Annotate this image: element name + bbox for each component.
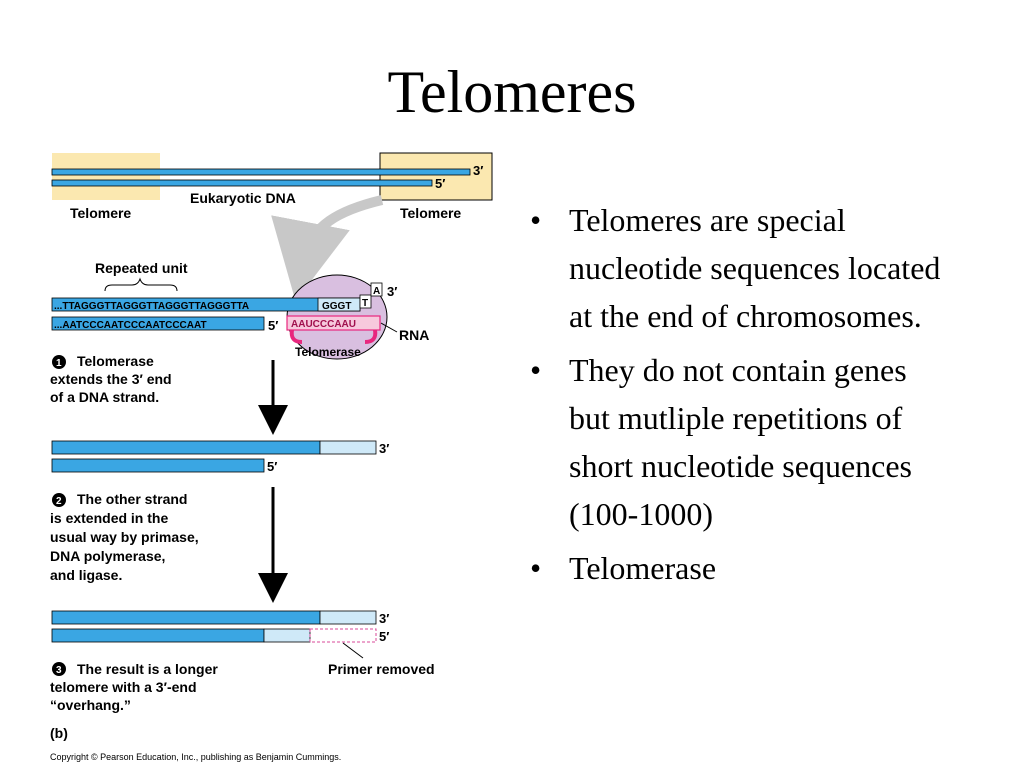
incoming-nucleotide-t: T (362, 298, 368, 309)
step1-result-5prime: 5′ (267, 459, 277, 474)
bullet-text: They do not contain genes but mutliple r… (569, 352, 912, 532)
step1-result-bottom-strand (51, 458, 265, 473)
bullet-item: • Telomeres are special nucleotide seque… (530, 196, 950, 340)
repeated-unit-label: Repeated unit (95, 260, 188, 276)
step2-line2: is extended in the (50, 510, 168, 526)
zoom-strand-bottom (51, 316, 265, 331)
step1-badge (52, 355, 66, 369)
telomere-highlight-left (52, 153, 160, 200)
step2-line1: The other strand (77, 491, 187, 507)
bullet-list: • Telomeres are special nucleotide seque… (530, 196, 950, 598)
incoming-nucleotide-a: A (373, 286, 380, 297)
step2-result-5prime: 5′ (379, 629, 389, 644)
copyright-notice: Copyright © Pearson Education, Inc., pub… (50, 752, 341, 762)
step1-line1: Telomerase (77, 353, 154, 369)
step2-result-top-extension (319, 610, 377, 625)
step2-result-bottom-strand (51, 628, 265, 643)
eukaryotic-dna-label: Eukaryotic DNA (190, 190, 296, 206)
step2-line3: usual way by primase, (50, 529, 199, 545)
step2-line5: and ligase. (50, 567, 122, 583)
step1-result-top-strand (51, 440, 321, 455)
step3-number: 3 (56, 665, 62, 676)
telomere-right-label: Telomere (400, 205, 461, 221)
rna-label: RNA (399, 327, 429, 343)
step1-line3: of a DNA strand. (50, 389, 159, 405)
bottom-strand-sequence: ...AATCCCAATCCCAATCCCAAT (54, 320, 207, 331)
rna-template-box (286, 315, 381, 331)
step2-line4: DNA polymerase, (50, 548, 165, 564)
zoom-5prime-label: 5′ (268, 318, 278, 333)
step2-number: 2 (56, 496, 62, 507)
rna-hook-left (289, 329, 303, 344)
primer-removed-gap (309, 628, 377, 643)
panel-label: (b) (50, 725, 68, 741)
step2-result-top-strand (51, 610, 321, 625)
bullet-item: • Telomerase (530, 544, 950, 592)
step3-line3: “overhang.” (50, 697, 131, 713)
rna-pointer (380, 322, 398, 333)
step3-line2: telomere with a 3′-end (50, 679, 197, 695)
step2-result-3prime: 3′ (379, 611, 389, 626)
telomerase-label: Telomerase (295, 345, 361, 359)
bullet-marker: • (530, 202, 542, 238)
zoom-arrow (271, 195, 384, 302)
dna-strand-top (51, 168, 471, 176)
incoming-nucleotide-a-box (370, 282, 383, 297)
step2-result-bottom-extension (263, 628, 311, 643)
telomere-highlight-right (379, 152, 493, 201)
step2-badge (52, 493, 66, 507)
bullet-item: • They do not contain genes but mutliple… (530, 346, 950, 538)
overview-5prime-label: 5′ (435, 176, 445, 191)
dna-strand-bottom (51, 179, 433, 187)
incoming-nucleotide-t-box (359, 294, 372, 309)
top-strand-new-bases: GGGT (322, 301, 351, 312)
primer-removed-pointer (342, 642, 364, 659)
telomere-left-label: Telomere (70, 205, 131, 221)
top-strand-sequence: ...TTAGGGTTAGGGTTAGGGTTAGGGTTA (54, 301, 249, 312)
bullet-marker: • (530, 352, 542, 388)
bullet-text: Telomeres are special nucleotide sequenc… (569, 202, 941, 334)
bullet-text: Telomerase (569, 550, 717, 586)
rna-hook-right (364, 329, 378, 344)
bullet-marker: • (530, 550, 542, 586)
zoom-3prime-label: 3′ (387, 284, 397, 299)
primer-removed-label: Primer removed (328, 661, 435, 677)
step1-result-top-extension (319, 440, 377, 455)
slide-title: Telomeres (387, 59, 637, 125)
overview-3prime-label: 3′ (473, 163, 483, 178)
step1-number: 1 (56, 358, 62, 369)
step1-line2: extends the 3′ end (50, 371, 172, 387)
repeated-unit-brace (104, 277, 178, 292)
step3-line1: The result is a longer (77, 661, 218, 677)
step3-badge (52, 662, 66, 676)
rna-template-sequence: AAUCCCAAU (291, 319, 356, 330)
step1-result-3prime: 3′ (379, 441, 389, 456)
